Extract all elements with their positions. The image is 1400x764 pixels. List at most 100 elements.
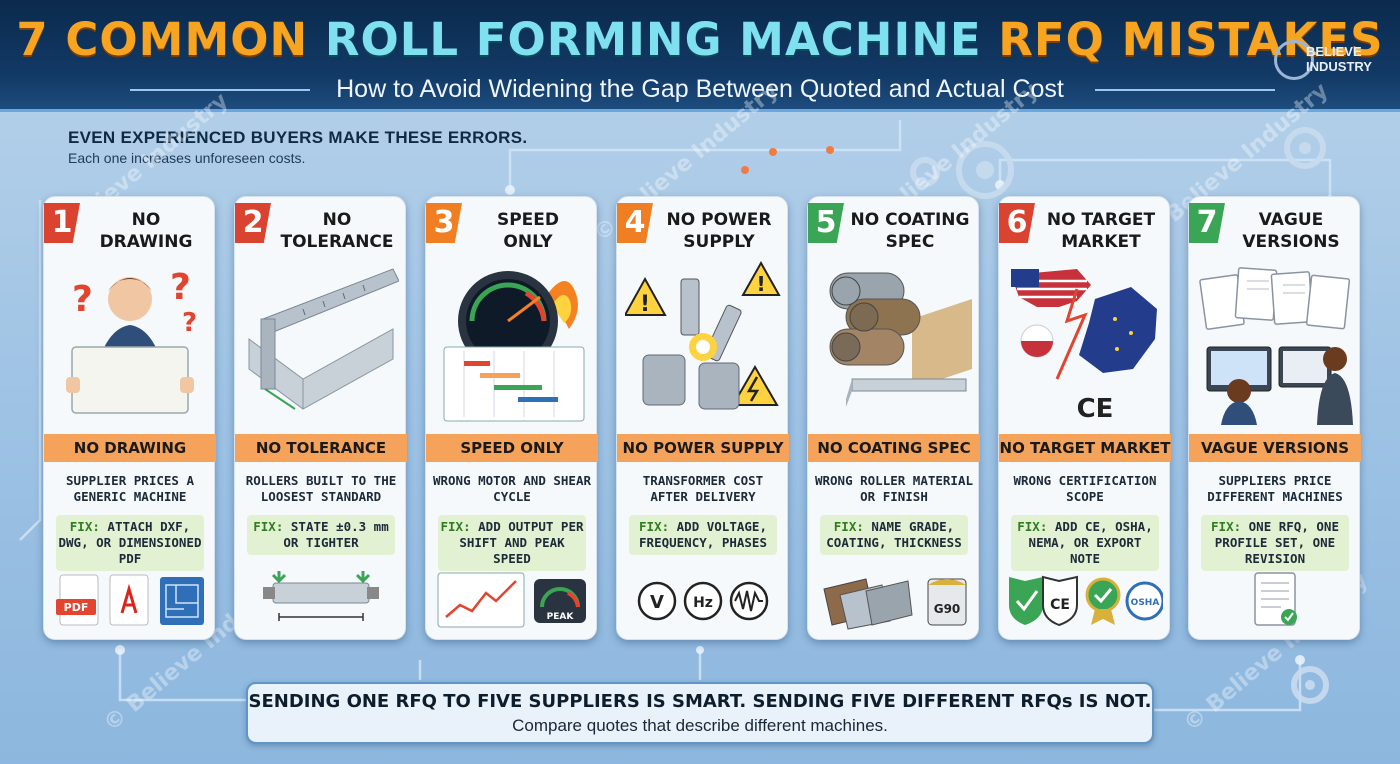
card-number: 2	[235, 203, 271, 243]
card-number: 4	[617, 203, 653, 243]
osha-badge-icon: OSHA	[1125, 581, 1163, 621]
tolerance-gauge-icon	[263, 571, 379, 621]
caliper-illustration	[248, 268, 399, 410]
svg-text:PDF: PDF	[64, 601, 89, 614]
footer-callout: SENDING ONE RFQ TO FIVE SUPPLIERS IS SMA…	[246, 682, 1154, 744]
warning-icon	[741, 260, 781, 296]
subtitle-rule-right	[1095, 89, 1275, 91]
peak-gauge-icon: PEAK	[534, 579, 586, 623]
coating-sample-icons: G90	[823, 578, 967, 630]
pdf-file-icon: PDF	[56, 574, 99, 626]
frequency-icon: Hz	[683, 581, 723, 621]
card-banner: NO DRAWING	[44, 434, 216, 462]
card-banner: NO TARGET MARKET	[999, 434, 1171, 462]
card-fix: FIX: ADD CE, OSHA, NEMA, OR EXPORT NOTE	[1011, 515, 1159, 571]
card-problem: TRANSFORMER COST AFTER DELIVERY	[642, 473, 764, 504]
ce-mark: CE	[1077, 394, 1114, 424]
phase-icon	[729, 581, 769, 621]
title-part-2: ROLL FORMING MACHINE	[324, 13, 982, 66]
svg-text:Hz: Hz	[693, 595, 713, 611]
card-number: 7	[1189, 203, 1225, 243]
award-icon	[1085, 577, 1121, 625]
speedometer-gantt-illustration	[443, 271, 585, 422]
svg-text:!: !	[640, 292, 650, 317]
card-banner: NO COATING SPEC	[808, 434, 980, 462]
card-fix: FIX: ATTACH DXF, DWG, OR DIMENSIONED PDF	[56, 515, 204, 571]
svg-text:V: V	[650, 592, 664, 613]
logo-ring-icon	[1274, 40, 1314, 80]
logo-line-1: BELIEVE	[1306, 44, 1362, 59]
card-number: 1	[44, 203, 80, 243]
card-problem: ROLLERS BUILT TO THE LOOSEST STANDARD	[245, 473, 397, 504]
card-fix: FIX: ADD VOLTAGE, FREQUENCY, PHASES	[629, 515, 777, 555]
card-problem: WRONG MOTOR AND SHEAR CYCLE	[432, 473, 592, 504]
card-number: 3	[426, 203, 462, 243]
page-subtitle: How to Avoid Widening the Gap Between Qu…	[336, 75, 1064, 103]
certification-icons: CE OSHA	[1009, 575, 1163, 627]
footer-main-text: SENDING ONE RFQ TO FIVE SUPPLIERS IS SMA…	[248, 691, 1152, 712]
rusty-rollers-illustration	[829, 272, 972, 407]
svg-text:OSHA: OSHA	[1131, 598, 1160, 608]
title-part-1: 7 COMMON	[16, 13, 325, 66]
chart-and-gauge-icons: PEAK	[437, 572, 586, 628]
card-number: 6	[999, 203, 1035, 243]
svg-text:G90: G90	[934, 602, 961, 616]
ce-badge-icon: CE	[1042, 575, 1078, 627]
metal-samples-icon	[823, 578, 913, 630]
line-chart-icon	[437, 572, 525, 628]
blueprint-icon	[160, 577, 204, 625]
title-part-3: RFQ MISTAKES	[981, 13, 1384, 66]
intro-heading: EVEN EXPERIENCED BUYERS MAKE THESE ERROR…	[68, 128, 528, 147]
card-problem: WRONG CERTIFICATION SCOPE	[1013, 473, 1157, 504]
card-problem: WRONG ROLLER MATERIAL OR FINISH	[814, 473, 974, 504]
logo-line-2: INDUSTRY	[1306, 59, 1372, 74]
card-fix: FIX: ONE RFQ, ONE PROFILE SET, ONE REVIS…	[1201, 515, 1349, 571]
intro-subheading: Each one increases unforeseen costs.	[68, 150, 306, 166]
card-problem: SUPPLIERS PRICE DIFFERENT MACHINES	[1207, 473, 1343, 504]
svg-text:!: !	[756, 272, 765, 296]
power-spec-icons: V Hz	[637, 581, 769, 621]
voltage-icon: V	[637, 581, 677, 621]
intro-block: EVEN EXPERIENCED BUYERS MAKE THESE ERROR…	[68, 128, 527, 166]
acrobat-file-icon	[109, 574, 149, 626]
svg-text:?: ?	[170, 267, 191, 308]
card-banner: SPEED ONLY	[426, 434, 598, 462]
card-fix: FIX: NAME GRADE, COATING, THICKNESS	[820, 515, 968, 555]
svg-text:PEAK: PEAK	[547, 612, 575, 622]
warning-icon	[625, 276, 667, 316]
footer-sub-text: Compare quotes that describe different m…	[512, 716, 888, 735]
file-format-icons: PDF	[56, 574, 204, 626]
shield-check-icon	[1009, 577, 1043, 625]
card-number: 5	[808, 203, 844, 243]
card-fix: FIX: STATE ±0.3 mm OR TIGHTER	[247, 515, 395, 555]
brand-logo: BELIEVE INDUSTRY	[1270, 36, 1388, 86]
card-banner: NO TOLERANCE	[235, 434, 407, 462]
confused-engineer-illustration: ? ? ?	[66, 267, 197, 414]
subtitle-rule-left	[130, 89, 310, 91]
svg-text:CE: CE	[1050, 597, 1070, 613]
svg-text:?: ?	[182, 308, 197, 338]
card-fix: FIX: ADD OUTPUT PER SHIFT AND PEAK SPEED	[438, 515, 586, 571]
header-banner: 7 COMMON ROLL FORMING MACHINE RFQ MISTAK…	[0, 0, 1400, 112]
paint-can-icon: G90	[927, 578, 967, 626]
document-check-icon	[1254, 572, 1297, 626]
card-problem: SUPPLIER PRICES A GENERIC MACHINE	[66, 473, 194, 504]
market-map-illustration: CE	[1011, 269, 1157, 424]
svg-text:?: ?	[72, 279, 93, 320]
documents-workstation-illustration	[1199, 267, 1353, 425]
card-banner: VAGUE VERSIONS	[1189, 434, 1361, 462]
card-banner: NO POWER SUPPLY	[617, 434, 789, 462]
